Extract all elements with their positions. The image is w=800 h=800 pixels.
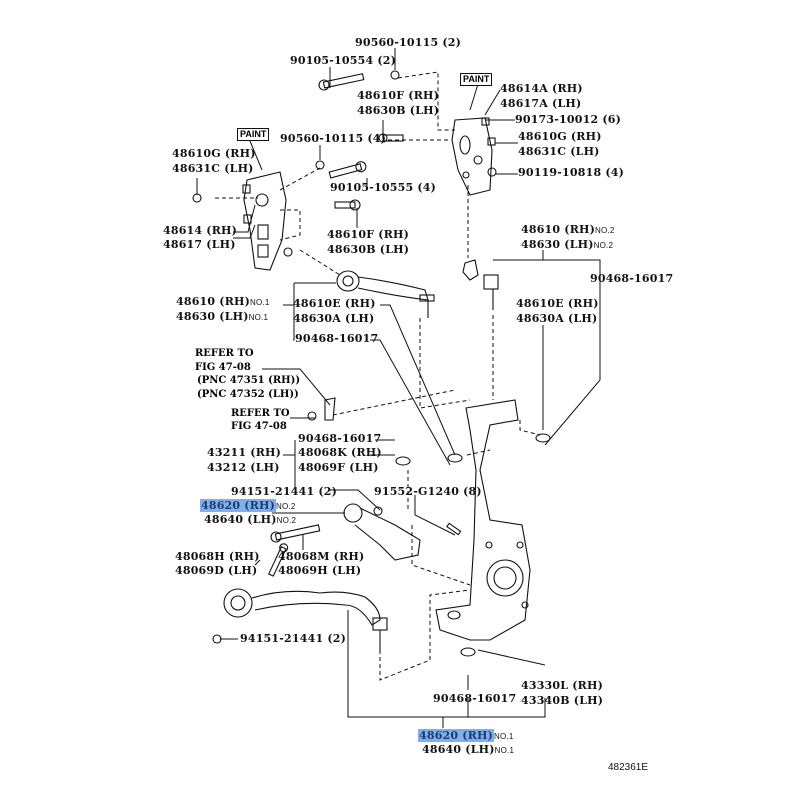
variant-note: NO.2 [595,226,615,235]
part-number: 48630 (LH) [521,238,594,251]
part-label[interactable]: 43330L (RH) [521,679,603,692]
part-label[interactable]: 43212 (LH) [207,461,280,474]
part-label[interactable]: 48610E (RH) [516,297,599,310]
part-label[interactable]: 48630 (LH)NO.2 [521,238,613,253]
part-label[interactable]: 48631C (LH) [172,162,254,175]
highlighted-part-number: 48620 (RH) [418,729,495,742]
refer-note[interactable]: FIG 47-08 [195,362,251,373]
part-label[interactable]: 43211 (RH) [207,446,282,459]
part-label[interactable]: 48631C (LH) [518,145,600,158]
part-label[interactable]: 48617A (LH) [500,97,582,110]
part-label[interactable]: 90105-10554 (2) [290,54,396,67]
part-number: 48610 (RH) [176,295,251,308]
part-label[interactable]: 48630B (LH) [327,243,410,256]
variant-note: NO.2 [593,241,614,250]
part-label[interactable]: 48610G (RH) [518,130,602,143]
part-label[interactable]: 90173-10012 (6) [515,113,621,126]
refer-note[interactable]: FIG 47-08 [231,421,287,432]
part-label[interactable]: 48068M (RH) [278,550,365,563]
variant-note: NO.2 [276,516,297,525]
part-number: 48640 (LH) [422,743,495,756]
part-label[interactable]: 48069H (LH) [278,564,362,577]
part-label[interactable]: 48069D (LH) [175,564,258,577]
variant-note: NO.1 [494,746,515,755]
variant-note: NO.1 [248,313,269,322]
part-label[interactable]: 90468-16017 [590,272,674,285]
part-label[interactable]: 90468-16017 [298,432,382,445]
part-label[interactable]: 48630A (LH) [293,312,375,325]
parts [192,70,551,657]
part-number: 48610 (RH) [521,223,596,236]
part-label[interactable]: 48610F (RH) [357,89,440,102]
variant-note: NO.1 [494,732,514,741]
part-number: 48640 (LH) [204,513,277,526]
part-label[interactable]: 48610 (RH)NO.1 [176,295,270,310]
part-label[interactable]: 48640 (LH)NO.2 [204,513,296,528]
part-label[interactable]: 94151-21441 (2) [240,632,346,645]
variant-note: NO.1 [250,298,270,307]
part-label[interactable]: 48640 (LH)NO.1 [422,743,514,758]
part-number: 48630 (LH) [176,310,249,323]
part-label[interactable]: 48630 (LH)NO.1 [176,310,268,325]
part-label[interactable]: 90105-10555 (4) [330,181,436,194]
part-label[interactable]: 48610G (RH) [172,147,256,160]
part-label[interactable]: 48630B (LH) [357,104,440,117]
figure-id: 482361E [608,762,649,773]
refer-note: (PNC 47352 (LH)) [197,389,299,400]
part-label[interactable]: 90560-10115 (4) [280,132,386,145]
part-label[interactable]: 48630A (LH) [516,312,598,325]
refer-note: REFER TO [231,408,290,419]
refer-note: (PNC 47351 (RH)) [197,375,301,386]
part-label[interactable]: 48614A (RH) [500,82,583,95]
refer-note: REFER TO [195,348,254,359]
paint-note: PAINT [237,128,270,141]
part-label[interactable]: 48620 (RH)NO.1 [418,729,514,744]
assembly-dashes [215,71,541,681]
part-label[interactable]: 90560-10115 (2) [355,36,461,49]
part-label[interactable]: 48069F (LH) [298,461,379,474]
leader-lines [196,48,601,728]
part-label[interactable]: 48068K (RH) [298,446,382,459]
part-label[interactable]: 48610E (RH) [293,297,376,310]
part-label[interactable]: 48620 (RH)NO.2 [200,499,296,514]
paint-note: PAINT [460,73,493,86]
part-label[interactable]: 90119-10818 (4) [518,166,624,179]
part-label[interactable]: 48617 (LH) [163,238,236,251]
part-label[interactable]: 48614 (RH) [163,224,238,237]
part-label[interactable]: 90468-16017 [433,692,517,705]
part-label[interactable]: 48610F (RH) [327,228,410,241]
part-label[interactable]: 90468-16017 [295,332,379,345]
part-label[interactable]: 48610 (RH)NO.2 [521,223,615,238]
variant-note: NO.2 [276,502,296,511]
highlighted-part-number: 48620 (RH) [200,499,277,512]
part-label[interactable]: 43340B (LH) [521,694,604,707]
part-label[interactable]: 91552-G1240 (8) [374,485,482,498]
part-label[interactable]: 94151-21441 (2) [231,485,337,498]
part-label[interactable]: 48068H (RH) [175,550,260,563]
